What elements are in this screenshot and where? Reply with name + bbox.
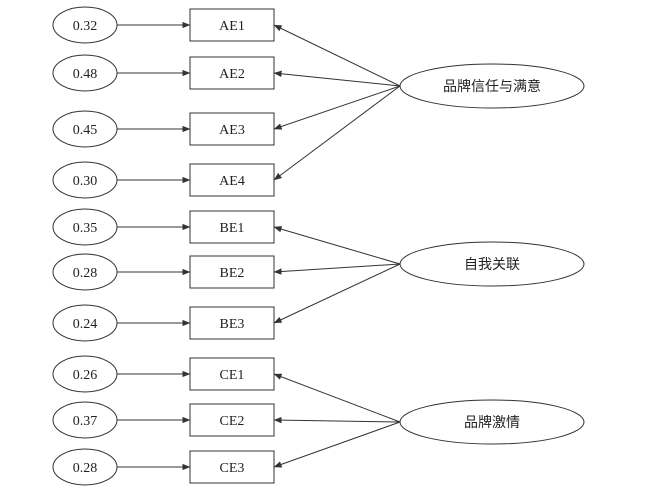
indicator-label-ae3: AE3 [219,123,245,138]
indicator-label-ae1: AE1 [219,19,245,34]
error-ellipse-ae4 [52,161,118,199]
indicator-label-ce3: CE3 [220,461,245,476]
error-ellipse-ae2 [52,54,118,92]
indicator-box-ce2 [189,403,275,437]
indicator-box-ae3 [189,112,275,146]
factor-ellipse-a [399,63,585,109]
indicator-box-ae2 [189,56,275,90]
error-ellipse-ae1 [52,6,118,44]
error-value-ce3: 0.28 [73,461,98,476]
indicator-label-ce2: CE2 [220,414,245,429]
error-value-be3: 0.24 [73,317,98,332]
error-ellipse-ce3 [52,448,118,486]
error-value-ce2: 0.37 [73,414,98,429]
indicator-label-be3: BE3 [220,317,245,332]
indicator-label-be1: BE1 [220,221,245,236]
error-value-ae4: 0.30 [73,174,98,189]
loading-arrow-be1 [273,226,401,265]
indicator-box-ce1 [189,357,275,391]
factor-ellipse-b [399,241,585,287]
loading-arrow-ae4 [273,85,401,181]
factor-label-c: 品牌激情 [464,414,520,431]
loading-arrow-ce2 [273,416,401,424]
error-ellipse-ce2 [52,401,118,439]
error-ellipse-be2 [52,253,118,291]
loading-arrow-ce3 [273,421,401,468]
error-value-ae3: 0.45 [73,123,98,138]
error-value-be2: 0.28 [73,266,98,281]
indicator-label-ae4: AE4 [219,174,245,189]
loading-arrow-ae1 [273,24,401,87]
factor-ellipse-c [399,399,585,445]
loading-arrow-be3 [273,263,401,324]
error-ellipse-ae3 [52,110,118,148]
loading-arrow-be2 [273,263,401,275]
indicator-box-be2 [189,255,275,289]
indicator-label-ce1: CE1 [220,368,245,383]
loading-arrow-ae3 [273,85,401,130]
factor-label-a: 品牌信任与满意 [443,78,541,95]
indicator-label-be2: BE2 [220,266,245,281]
error-value-be1: 0.35 [73,221,98,236]
loading-arrow-ae2 [273,70,401,87]
indicator-box-ce3 [189,450,275,484]
indicator-label-ae2: AE2 [219,67,245,82]
error-value-ae2: 0.48 [73,67,98,82]
indicator-box-be3 [189,306,275,340]
error-value-ae1: 0.32 [73,19,98,34]
indicator-box-ae1 [189,8,275,42]
error-ellipse-be1 [52,208,118,246]
loading-arrow-ce1 [273,373,401,423]
indicator-box-ae4 [189,163,275,197]
indicator-box-be1 [189,210,275,244]
error-ellipse-be3 [52,304,118,342]
error-ellipse-ce1 [52,355,118,393]
error-value-ce1: 0.26 [73,368,98,383]
factor-label-b: 自我关联 [464,257,520,273]
